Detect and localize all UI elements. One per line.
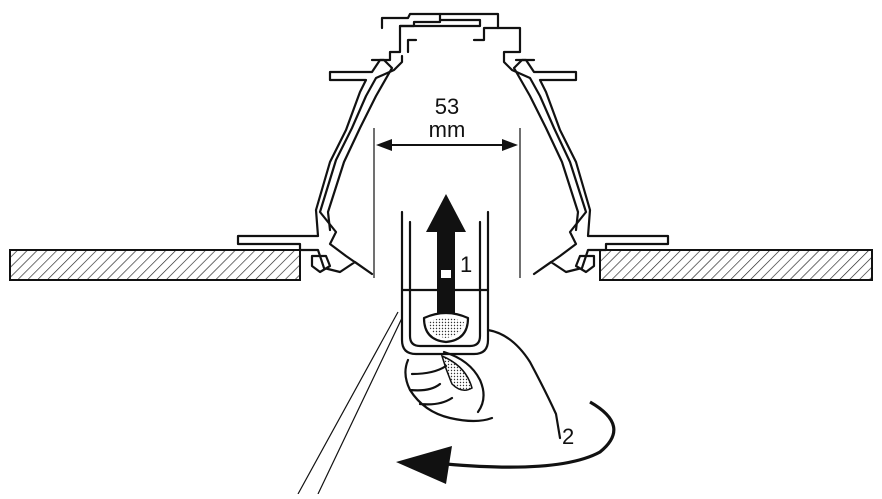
- dimension-value: 53: [435, 94, 459, 119]
- hand-outline: [404, 328, 562, 440]
- profile-right-clip: [574, 254, 596, 274]
- profile-top-bar: [398, 12, 500, 54]
- ceiling-panel-left: [9, 249, 301, 281]
- dimension-arrow: [376, 139, 518, 151]
- hand-thumb-shade: [440, 354, 473, 391]
- step-one-label: 1: [460, 252, 472, 277]
- profile-left-inner-wall: [326, 58, 394, 232]
- cable-line-b: [317, 317, 403, 495]
- cable-line-a: [297, 311, 399, 495]
- dimension-unit: mm: [429, 117, 466, 142]
- profile-right-inner-wall: [512, 58, 580, 232]
- rotate-arrow: [396, 400, 616, 484]
- profile-right-outline: [496, 26, 670, 276]
- push-up-arrow: [426, 194, 466, 314]
- profile-housing: [236, 12, 670, 276]
- ceiling-panel-right: [599, 249, 873, 281]
- insert-body: [400, 210, 490, 356]
- profile-left-clip: [310, 254, 332, 274]
- insert-grip-shade: [428, 318, 464, 338]
- insert-inner-wall: [408, 220, 482, 348]
- hand-illustration: [404, 328, 562, 440]
- step-two-label: 2: [562, 424, 574, 449]
